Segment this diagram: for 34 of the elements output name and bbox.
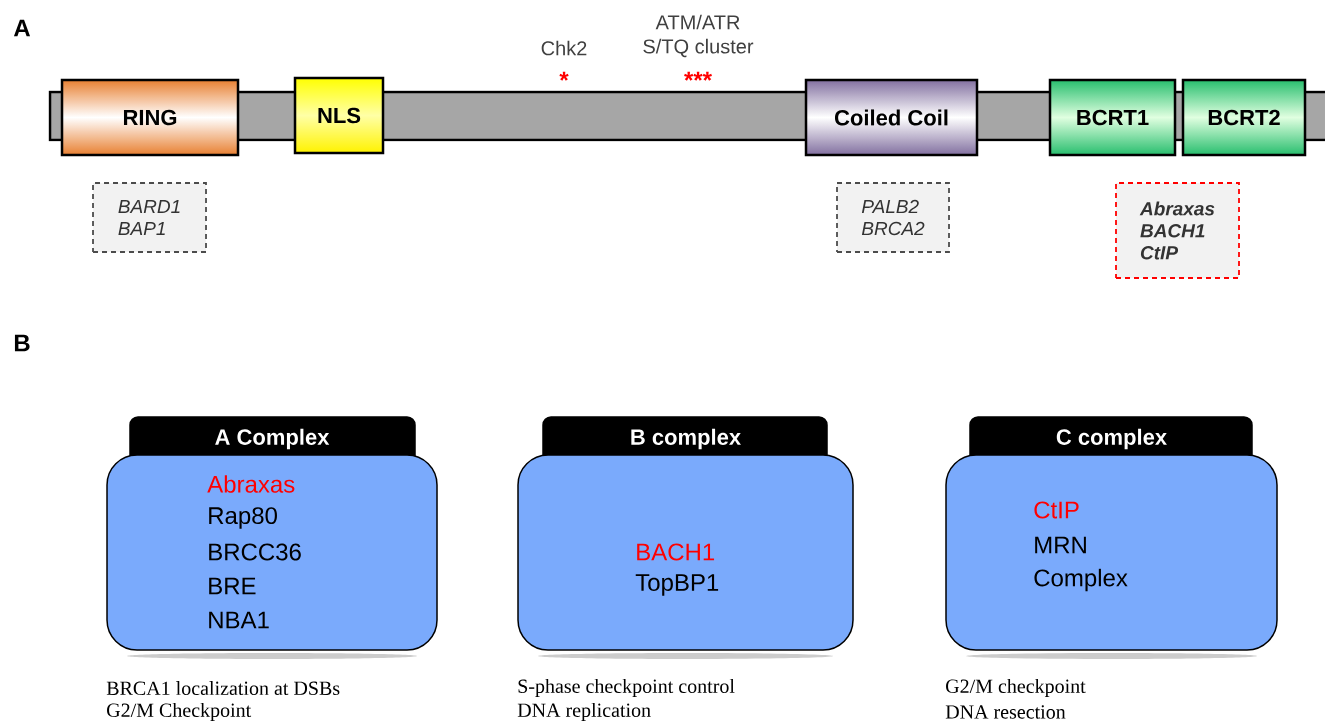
protein-name: Abraxas <box>207 475 295 493</box>
panel-letter: A <box>13 19 31 37</box>
function-caption: DNA resection <box>945 705 1066 719</box>
site-label: ATM/ATR <box>655 14 740 30</box>
protein-name: NBA1 <box>209 611 269 629</box>
domain-box: Coiled Coil <box>804 78 979 157</box>
protein-name: BRE <box>209 577 256 595</box>
domain-box: NLS <box>293 76 385 155</box>
site-label: S/TQ cluster <box>643 38 754 58</box>
binding-partner-box: PALB2 BRCA2 <box>836 182 950 253</box>
protein-name: CtIP <box>1034 501 1079 519</box>
binding-partner-box: BARD1 BAP1 <box>92 182 207 253</box>
binding-partner-box: Abraxas BACH1 CtIP <box>1115 182 1240 279</box>
site-asterisk: *** <box>684 71 712 81</box>
function-caption: DNA replication <box>517 702 651 722</box>
node-label: C complex <box>1056 428 1167 450</box>
protein-name: MRN <box>1035 536 1086 554</box>
protein-name: Complex <box>1034 568 1128 592</box>
protein-name: Rap80 <box>209 507 277 529</box>
function-caption: G2/M Checkpoint <box>107 702 252 722</box>
domain-box: BCRT2 <box>1181 78 1307 157</box>
site-asterisk: * <box>559 71 569 81</box>
panel-letter: B <box>14 334 30 352</box>
function-caption: BRCA1 localization at DSBs <box>106 680 340 695</box>
function-caption: S-phase checkpoint control <box>518 678 735 698</box>
protein-name: TopBP1 <box>635 574 719 596</box>
protein-name: BRCC36 <box>209 543 301 561</box>
protein-name: BACH1 <box>637 543 715 561</box>
function-caption: G2/M checkpoint <box>946 678 1086 698</box>
node-label: B complex <box>631 428 741 450</box>
domain-box: RING <box>60 78 240 157</box>
site-label: Chk2 <box>541 40 587 56</box>
node-label: A Complex <box>215 428 330 450</box>
domain-box: BCRT1 <box>1048 78 1177 157</box>
